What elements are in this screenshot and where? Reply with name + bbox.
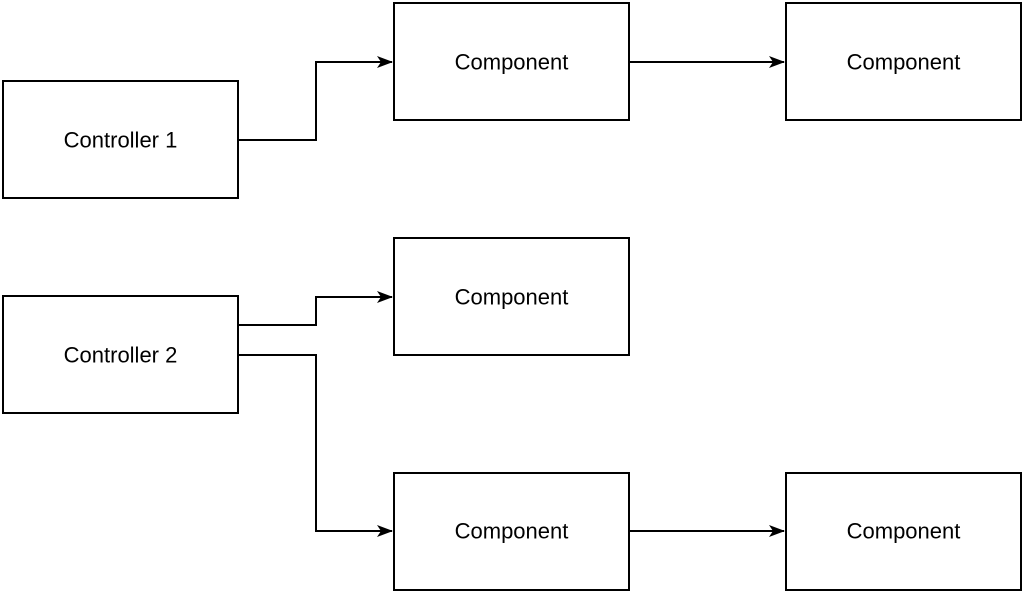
component-box-row1-b[interactable]: Component: [785, 2, 1022, 121]
edge-controller1-to-component: [238, 56, 393, 141]
component-box-row3-a[interactable]: Component: [393, 472, 630, 591]
component-label: Component: [847, 519, 961, 544]
edge-controller2-to-component-bottom: [238, 354, 393, 537]
component-label: Component: [455, 519, 569, 544]
controller-1-label: Controller 1: [64, 128, 178, 153]
component-label: Component: [455, 285, 569, 310]
component-label: Component: [847, 50, 961, 75]
component-box-row1-a[interactable]: Component: [393, 2, 630, 121]
component-box-row3-b[interactable]: Component: [785, 472, 1022, 591]
edge-controller2-to-component-middle: [238, 291, 393, 326]
controller-2-box[interactable]: Controller 2: [2, 295, 239, 414]
controller-1-box[interactable]: Controller 1: [2, 80, 239, 199]
controller-2-label: Controller 2: [64, 343, 178, 368]
component-box-row2[interactable]: Component: [393, 237, 630, 356]
component-label: Component: [455, 50, 569, 75]
